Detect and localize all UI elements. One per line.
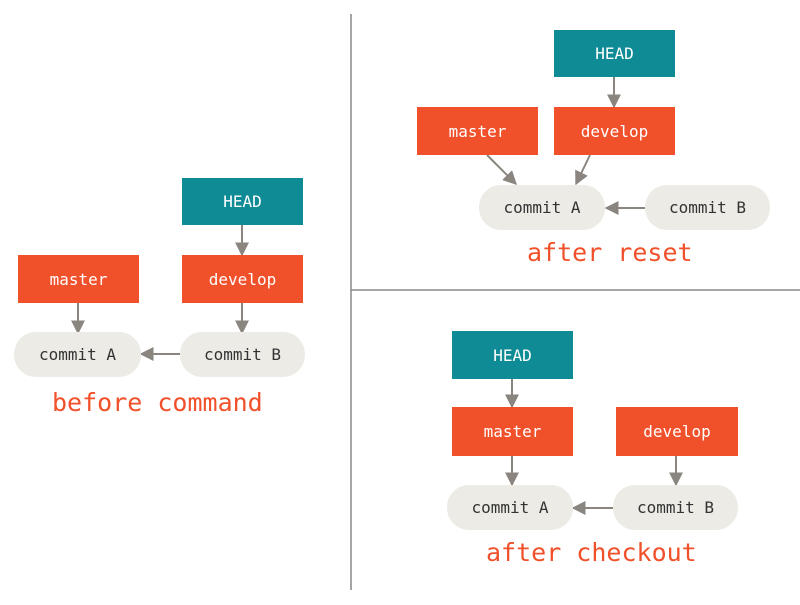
caption-after-reset: after reset	[527, 238, 693, 267]
caption-after-checkout: after checkout	[486, 538, 697, 567]
develop-branch-checkout: develop	[616, 407, 738, 456]
head-label-checkout: HEAD	[452, 331, 573, 379]
head-label-before: HEAD	[182, 178, 303, 225]
develop-branch-reset: develop	[554, 107, 675, 155]
commit-a-reset: commit A	[479, 185, 605, 230]
commit-a-before: commit A	[14, 332, 141, 377]
commit-b-before: commit B	[180, 332, 305, 377]
master-branch-reset: master	[417, 107, 538, 155]
master-branch-checkout: master	[452, 407, 573, 456]
commit-b-reset: commit B	[645, 185, 770, 230]
master-branch-before: master	[18, 255, 139, 303]
commit-a-checkout: commit A	[447, 485, 573, 530]
arrow-develop-to-commit-a-reset	[575, 154, 591, 186]
arrow-master-to-commit-a-reset	[486, 154, 517, 185]
caption-before-command: before command	[52, 388, 263, 417]
commit-b-checkout: commit B	[613, 485, 738, 530]
develop-branch-before: develop	[182, 255, 303, 303]
head-label-reset: HEAD	[554, 30, 675, 77]
